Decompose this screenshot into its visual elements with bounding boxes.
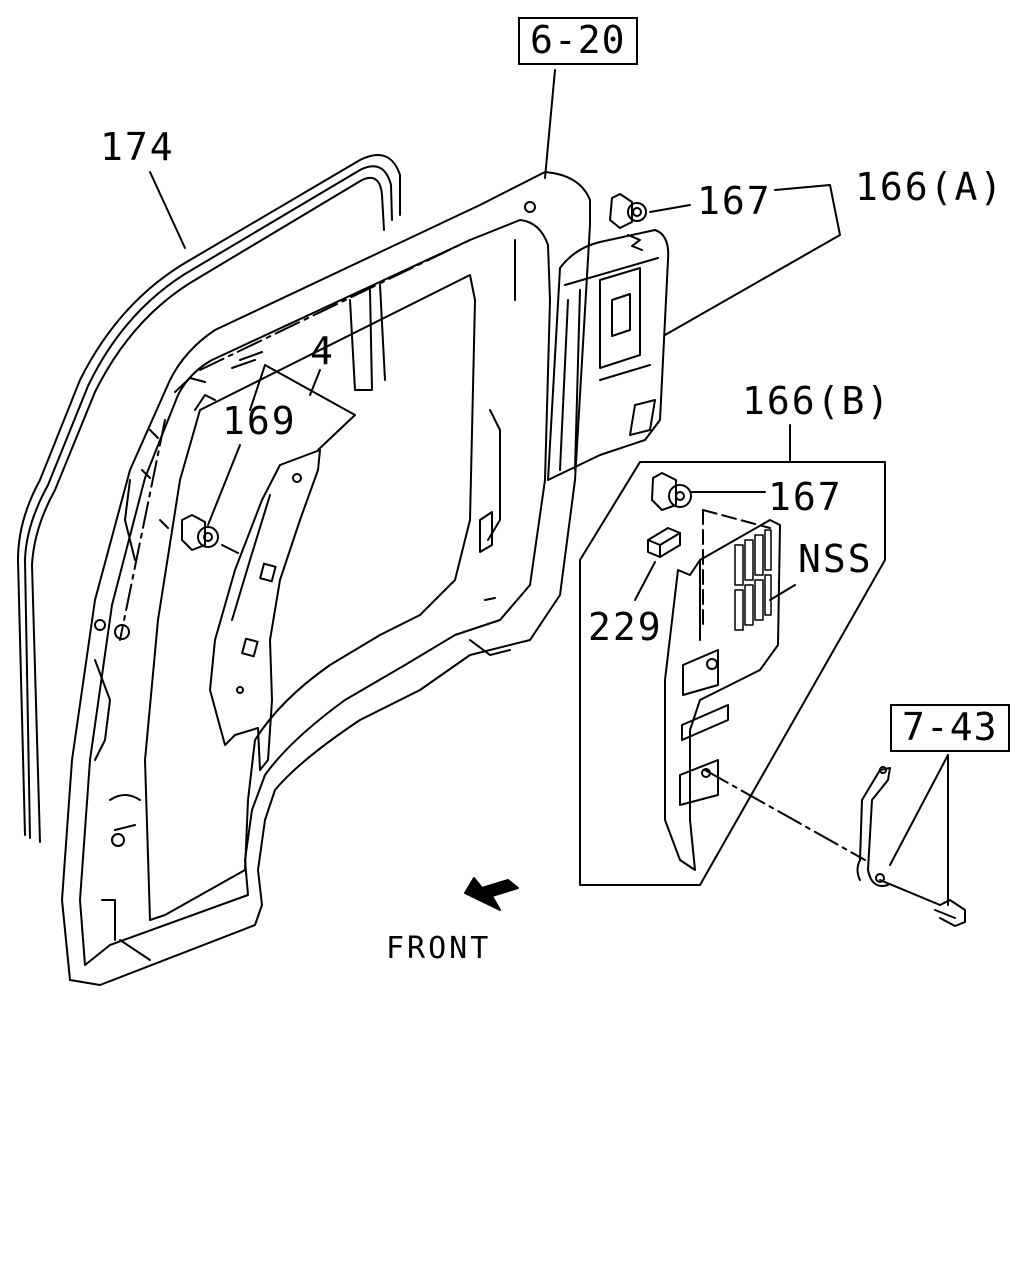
part-label-229: 229	[588, 605, 663, 649]
front-arrow-icon	[464, 877, 519, 911]
trim-panel-166a	[547, 229, 670, 481]
weatherstrip-174	[17, 154, 401, 843]
front-label: FRONT	[386, 931, 492, 966]
ref-label-7-43: 7-43	[890, 704, 1010, 752]
door-body	[61, 171, 591, 986]
part-label-167-top: 167	[697, 179, 772, 223]
part-label-166a: 166(A)	[855, 165, 1005, 209]
part-label-174: 174	[100, 125, 175, 169]
inset-box-166b	[579, 424, 886, 886]
nss-label: NSS	[798, 537, 873, 581]
bracket-7-43	[704, 754, 966, 927]
part-label-4: 4	[310, 329, 335, 373]
clip-169	[181, 514, 239, 554]
clip-167-top	[609, 193, 647, 251]
leader-lines	[149, 69, 841, 526]
part-label-169: 169	[222, 399, 297, 443]
part-label-166b: 166(B)	[742, 379, 892, 423]
pillar-trim-4	[209, 449, 321, 771]
part-label-167-inset: 167	[768, 475, 843, 519]
ref-label-6-20: 6-20	[518, 17, 638, 65]
